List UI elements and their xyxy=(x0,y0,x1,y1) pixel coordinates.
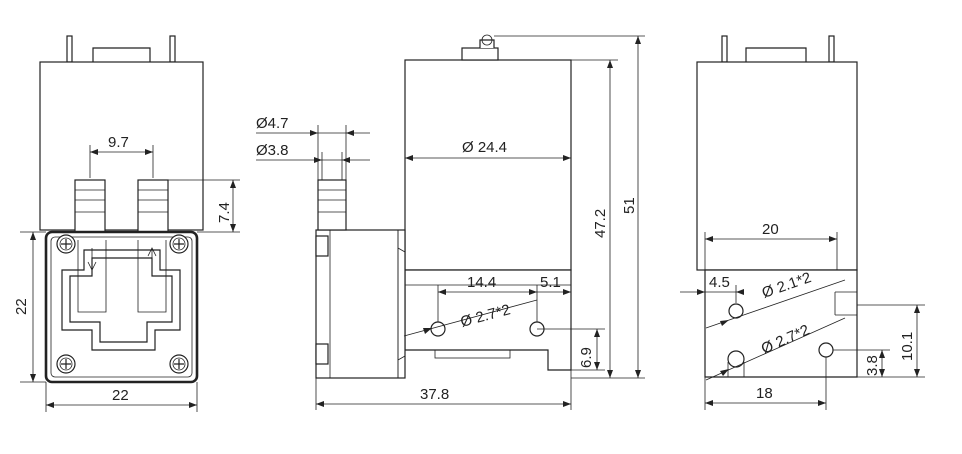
side-pump-head xyxy=(315,229,406,379)
dim-front-width: 22 xyxy=(45,382,198,412)
screw-icon xyxy=(56,354,76,374)
screw-icon xyxy=(169,234,189,254)
dim-outer-dia-label: Ø4.7 xyxy=(256,115,289,132)
dim-rear-base-span: 18 xyxy=(704,357,827,410)
dim-body-height-label: 47.2 xyxy=(592,209,609,238)
dim-hole-spacing: 14.4 xyxy=(437,274,538,322)
dim-rear-base-span-label: 18 xyxy=(756,385,773,402)
flow-down-arrow-icon xyxy=(87,248,97,271)
dim-body-height: 47.2 xyxy=(571,59,618,379)
dim-coil-diameter: Ø 24.4 xyxy=(405,139,571,161)
dim-rear-width-label: 20 xyxy=(762,221,779,238)
dim-port-height-label: 7.4 xyxy=(216,202,233,223)
mount-hole-icon xyxy=(818,342,834,358)
dim-side-length-label: 37.8 xyxy=(420,386,449,403)
side-port xyxy=(317,179,347,231)
dim-port-spacing: 9.7 xyxy=(89,134,154,178)
dim-rear-hole-height-label: 3.8 xyxy=(864,355,881,376)
dim-front-width-label: 22 xyxy=(112,387,129,404)
side-view: Ø4.7 Ø3.8 Ø 24.4 14.4 5.1 Ø 2.7*2 xyxy=(256,34,645,410)
mount-hole-icon xyxy=(727,350,745,368)
side-coil-body xyxy=(404,59,572,271)
dim-rear-width: 20 xyxy=(704,221,838,270)
dim-rear-offset: 4.5 xyxy=(680,274,744,303)
dim-rear-upper-height-label: 10.1 xyxy=(899,332,916,361)
dim-total-height: 51 xyxy=(494,35,645,379)
dim-front-height-label: 22 xyxy=(13,298,30,315)
front-coil-body xyxy=(39,61,204,231)
dim-total-height-label: 51 xyxy=(621,197,638,214)
front-left-port xyxy=(74,179,106,233)
dim-hole-offset-label: 5.1 xyxy=(540,274,561,291)
dim-side-length: 37.8 xyxy=(315,370,572,410)
dim-rear-hole-height: 3.8 xyxy=(833,349,890,378)
dim-inner-dia-label: Ø3.8 xyxy=(256,142,289,159)
dim-port-height: 7.4 xyxy=(168,179,240,233)
front-right-port xyxy=(137,179,169,233)
flow-up-arrow-icon xyxy=(147,247,157,270)
dim-barb-diameters: Ø4.7 Ø3.8 xyxy=(256,115,370,180)
screw-icon xyxy=(56,234,76,254)
dim-coil-dia-label: Ø 24.4 xyxy=(462,139,507,156)
dim-front-height: 22 xyxy=(13,231,46,383)
dim-hole-offset: 5.1 xyxy=(537,274,572,298)
mount-hole-icon xyxy=(430,321,446,337)
screw-icon xyxy=(169,354,189,374)
dim-base-height-label: 6.9 xyxy=(578,347,595,368)
dim-rear-upper-height: 10.1 xyxy=(857,304,925,378)
dim-port-spacing-label: 9.7 xyxy=(108,134,129,151)
front-view: 9.7 7.4 22 22 xyxy=(13,35,240,412)
rear-view: 20 4.5 Ø 2.1*2 Ø 2.7*2 18 xyxy=(680,35,925,410)
dim-rear-offset-label: 4.5 xyxy=(709,274,730,291)
dim-base-height: 6.9 xyxy=(537,328,605,371)
dim-hole-spacing-label: 14.4 xyxy=(467,274,496,291)
